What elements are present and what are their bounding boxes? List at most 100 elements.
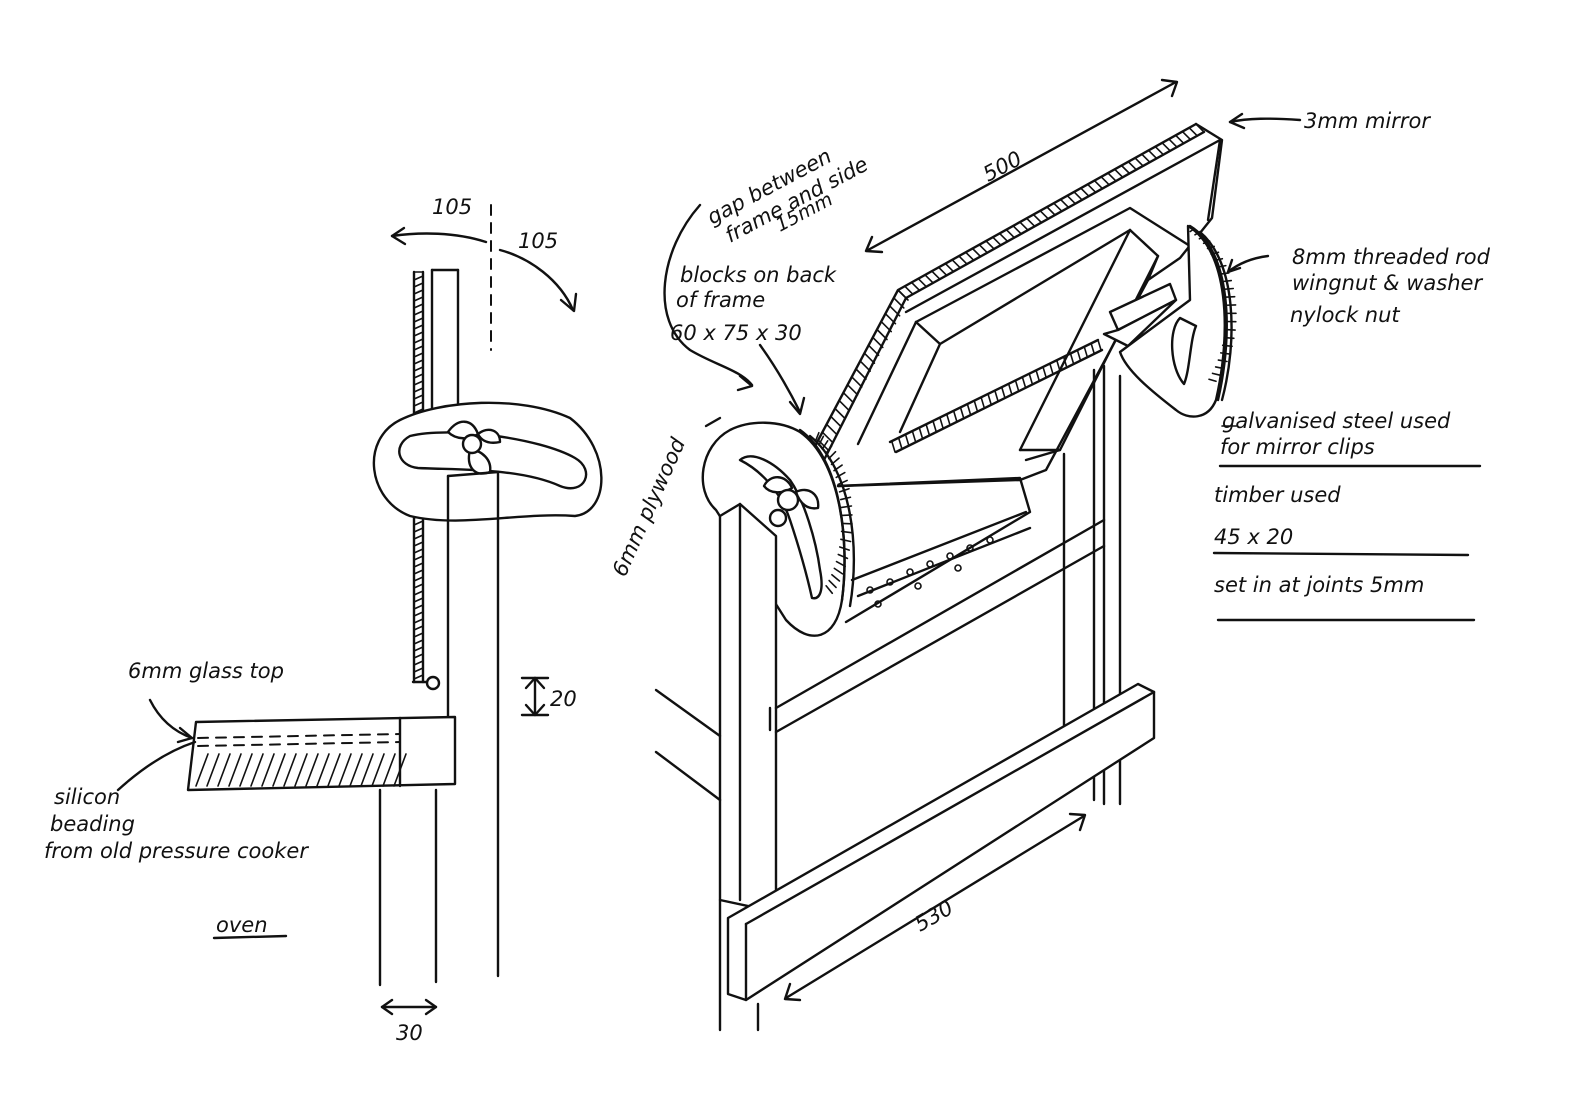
glass-hatch: [195, 753, 407, 787]
hatch-stroke: [1189, 228, 1195, 233]
hatch-stroke: [239, 753, 253, 787]
hatch-stroke: [1224, 295, 1236, 298]
hatch-stroke: [413, 373, 424, 379]
label-530: 530: [911, 895, 958, 936]
bracket-slot: [398, 431, 588, 490]
front-post: [718, 502, 778, 914]
hatch-stroke: [1174, 134, 1185, 145]
hatch-stroke: [827, 450, 837, 460]
hatch-stroke: [1217, 359, 1228, 363]
hatch-stroke: [850, 376, 863, 388]
hatch-stroke: [833, 464, 843, 472]
hatch-stroke: [980, 396, 986, 409]
cross-rail-mid-top: [774, 518, 1106, 710]
hatch-stroke: [964, 251, 975, 262]
hatch-stroke: [206, 753, 220, 787]
hatch-stroke: [1210, 251, 1220, 256]
hatch-stroke: [413, 345, 424, 351]
hatch-stroke: [830, 457, 840, 466]
hatch-stroke: [1021, 376, 1027, 389]
hatch-stroke: [835, 560, 846, 568]
hatch-stroke: [1012, 225, 1022, 235]
label-timber-2: 45 x 20: [1214, 525, 1293, 549]
hatch-stroke: [944, 262, 955, 273]
label-silicon-2: beading: [50, 812, 135, 836]
hatch-stroke: [946, 413, 951, 426]
hatch-stroke: [338, 753, 352, 787]
hatch-stroke: [1223, 336, 1235, 340]
hatch-stroke: [413, 639, 424, 645]
hatch-stroke: [840, 538, 852, 543]
hatch-stroke: [228, 753, 242, 787]
label-105-b: 105: [518, 229, 558, 253]
hatch-stroke: [413, 583, 424, 589]
hatch-stroke: [1046, 206, 1056, 216]
hatch-stroke: [863, 352, 876, 365]
hatch-stroke: [958, 255, 968, 265]
hatch-stroke: [998, 232, 1009, 243]
hatch-stroke: [413, 520, 424, 526]
hatch-stroke: [413, 660, 424, 666]
hatch-stroke: [349, 753, 363, 787]
hatch-stroke: [840, 505, 853, 509]
right-slot: [1170, 316, 1198, 386]
hatch-stroke: [413, 597, 424, 603]
hatch-stroke: [1194, 231, 1201, 236]
hatch-stroke: [1168, 138, 1178, 148]
wingnut-icon-iso: [762, 476, 820, 528]
hatch-stroke: [283, 753, 297, 787]
hatch-stroke: [1090, 342, 1095, 355]
hatch-stroke: [904, 434, 910, 447]
hatch-stroke: [1147, 149, 1158, 160]
hatch-stroke: [1049, 362, 1054, 375]
hatch-stroke: [413, 394, 424, 400]
hinge-screws: [866, 536, 994, 608]
hatch-stroke: [888, 304, 901, 317]
hatch-stroke: [1181, 130, 1192, 141]
hatch-stroke: [413, 317, 424, 323]
hatch-stroke: [413, 653, 424, 659]
label-rod-2: wingnut & washer: [1292, 271, 1483, 295]
label-steel-2: for mirror clips: [1220, 435, 1375, 459]
hatch-stroke: [897, 289, 909, 301]
dim-arrow-left: [390, 232, 488, 244]
hatch-stroke: [413, 359, 424, 365]
hatch-stroke: [195, 753, 209, 787]
hatch-stroke: [835, 471, 846, 479]
hatch-stroke: [931, 270, 941, 280]
hatch-stroke: [937, 266, 948, 277]
hatch-stroke: [837, 553, 849, 560]
hatch-stroke: [834, 407, 846, 420]
silicon-pointer: [116, 740, 197, 792]
hatch-stroke: [413, 331, 424, 337]
hatch-stroke: [413, 310, 424, 316]
hatch-stroke: [1213, 257, 1224, 262]
label-rod-1: 8mm threaded rod: [1292, 245, 1491, 269]
hatch-stroke: [952, 410, 958, 423]
hatch-stroke: [1059, 198, 1070, 209]
label-blocks-1: blocks on back: [680, 263, 837, 287]
hatch-stroke: [1052, 202, 1063, 213]
hatch-stroke: [867, 344, 880, 357]
mirror-clip: [425, 675, 441, 691]
hatch-stroke: [838, 546, 851, 551]
hatch-stroke: [1211, 372, 1221, 376]
hatch-stroke: [413, 366, 424, 372]
hatch-stroke: [1195, 123, 1205, 133]
hatch-stroke: [1107, 172, 1117, 182]
hatch-stroke: [871, 336, 884, 349]
hatch-stroke: [911, 430, 917, 443]
label-glass-top: 6mm glass top: [128, 659, 284, 683]
hatch-stroke: [939, 417, 944, 430]
hatch-stroke: [413, 352, 424, 358]
hatch-stroke: [859, 360, 872, 372]
hatch-stroke: [840, 530, 853, 534]
hatch-stroke: [1001, 386, 1006, 399]
hatch-stroke: [1219, 352, 1231, 355]
hatch-stroke: [413, 646, 424, 652]
hatch-stroke: [413, 387, 424, 393]
hatch-stroke: [833, 567, 844, 575]
arrowhead: [559, 292, 578, 313]
